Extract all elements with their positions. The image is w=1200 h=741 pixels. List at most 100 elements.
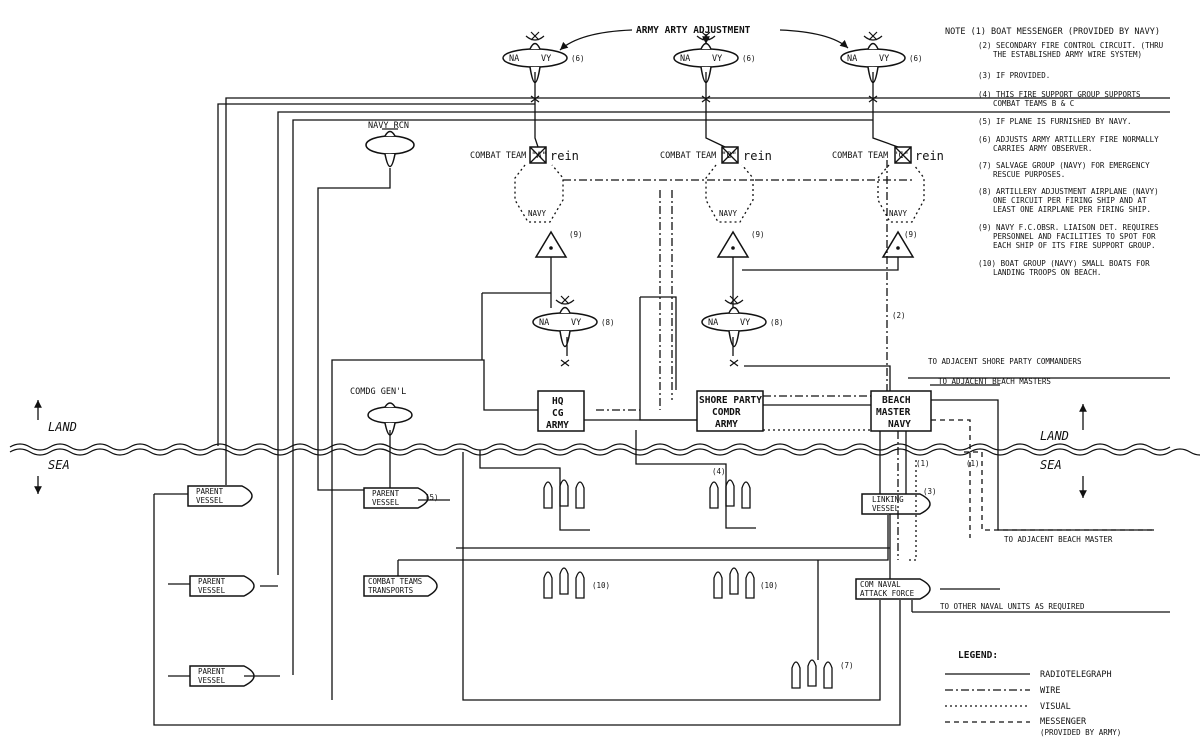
legend: LEGEND: RADIOTELEGRAPH WIRE VISUAL MESSE…: [945, 650, 1121, 737]
svg-text:NA: NA: [708, 318, 718, 328]
svg-text:(7): (7): [840, 661, 854, 670]
svg-text:VESSEL: VESSEL: [196, 496, 224, 505]
svg-text:rein: rein: [915, 149, 944, 163]
svg-text:VESSEL: VESSEL: [372, 498, 400, 507]
svg-text:VY: VY: [571, 318, 581, 328]
svg-text:(2) SECONDARY FIRE CONTROL CIR: (2) SECONDARY FIRE CONTROL CIRCUIT. (THR…: [978, 41, 1163, 50]
svg-text:(9): (9): [569, 230, 583, 239]
salvage-boats: (7): [791, 659, 854, 689]
parent-vessel-5: PARENT VESSEL (5): [363, 487, 439, 509]
label-1b: (1): [966, 459, 980, 468]
navy-rcn-label: NAVY RCN: [368, 121, 409, 131]
sea-label-right: SEA: [1040, 458, 1062, 472]
com-naval-attack-force: COM NAVAL ATTACK FORCE: [855, 578, 931, 600]
navy-plane-c: NA VY (6): [840, 31, 923, 103]
svg-text:COMBAT TEAM "C": COMBAT TEAM "C": [832, 151, 909, 161]
svg-text:(4): (4): [712, 467, 726, 476]
combat-team-c: COMBAT TEAM "C" rein: [832, 146, 944, 164]
svg-text:SHORE PARTY: SHORE PARTY: [699, 395, 762, 406]
svg-text:VY: VY: [879, 54, 889, 64]
beach-master-box: BEACH MASTER NAVY: [870, 390, 932, 432]
svg-text:PARENT: PARENT: [196, 487, 224, 496]
svg-text:(6): (6): [909, 54, 923, 63]
svg-text:THE ESTABLISHED ARMY WIRE SYST: THE ESTABLISHED ARMY WIRE SYSTEM): [993, 50, 1142, 59]
svg-text:VISUAL: VISUAL: [1040, 702, 1071, 712]
svg-text:(9): (9): [904, 230, 918, 239]
svg-text:VESSEL: VESSEL: [198, 586, 226, 595]
fire-support-boats-left: [543, 479, 585, 509]
land-label-left: LAND: [48, 420, 77, 434]
svg-text:(8): (8): [770, 318, 784, 327]
svg-text:(6) ADJUSTS ARMY ARTILLERY FIR: (6) ADJUSTS ARMY ARTILLERY FIRE NORMALLY: [978, 135, 1159, 144]
svg-text:RESCUE PURPOSES.: RESCUE PURPOSES.: [993, 170, 1065, 179]
svg-text:ARMY: ARMY: [546, 420, 569, 431]
parent-vessel-2: PARENT VESSEL: [189, 575, 255, 597]
svg-text:MASTER: MASTER: [876, 407, 911, 418]
svg-text:(10): (10): [760, 581, 778, 590]
svg-text:(7) SALVAGE GROUP (NAVY) FOR E: (7) SALVAGE GROUP (NAVY) FOR EMERGENCY: [978, 161, 1150, 170]
svg-text:CG: CG: [552, 408, 564, 419]
svg-text:ONE CIRCUIT PER FIRING SHIP AN: ONE CIRCUIT PER FIRING SHIP AND AT: [993, 196, 1147, 205]
svg-text:(5): (5): [425, 493, 439, 502]
hq-cg-army-box: HQ CG ARMY: [537, 390, 585, 432]
combat-team-a: COMBAT TEAM "A" rein: [470, 146, 579, 164]
svg-text:COMDR: COMDR: [712, 407, 741, 418]
svg-text:VY: VY: [712, 54, 722, 64]
shore-party-commander-box: SHORE PARTY COMDR ARMY: [696, 390, 764, 432]
adj-shore-label: TO ADJACENT SHORE PARTY COMMANDERS: [928, 357, 1082, 366]
liaison-det-c: (9): [881, 230, 918, 258]
svg-text:COMBAT TEAM "A": COMBAT TEAM "A": [470, 151, 547, 161]
comdg-gen-plane: [367, 402, 413, 436]
svg-text:(10): (10): [592, 581, 610, 590]
svg-text:NOTE (1) BOAT MESSENGER (PROVI: NOTE (1) BOAT MESSENGER (PROVIDED BY NAV…: [945, 27, 1160, 37]
linking-vessel: LINKING VESSEL (3): [861, 487, 937, 515]
svg-text:BEACH: BEACH: [882, 395, 911, 406]
liaison-det-b: (9): [716, 230, 765, 258]
navy-plane-a: NA VY (6): [502, 31, 585, 103]
comdg-gen-label: COMDG GEN'L: [350, 387, 406, 397]
svg-text:PARENT: PARENT: [198, 667, 226, 676]
svg-text:NA: NA: [539, 318, 549, 328]
svg-text:(3) IF PROVIDED.: (3) IF PROVIDED.: [978, 71, 1050, 80]
other-naval-label: TO OTHER NAVAL UNITS AS REQUIRED: [940, 602, 1085, 611]
svg-text:VY: VY: [541, 54, 551, 64]
adj-beach2-label: TO ADJACENT BEACH MASTER: [1004, 535, 1113, 544]
svg-text:TRANSPORTS: TRANSPORTS: [368, 586, 414, 595]
label-1a: (1): [916, 459, 930, 468]
svg-text:NA: NA: [847, 54, 857, 64]
fire-support-boats-right: (4): [709, 467, 751, 509]
liaison-det-a: (9): [534, 230, 583, 258]
svg-text:VESSEL: VESSEL: [198, 676, 226, 685]
svg-text:ATTACK FORCE: ATTACK FORCE: [860, 589, 915, 598]
svg-text:COMBAT TEAM "B": COMBAT TEAM "B": [660, 151, 737, 161]
svg-text:rein: rein: [550, 149, 579, 163]
navy-label-a: NAVY: [528, 209, 547, 218]
svg-text:LEGEND:: LEGEND:: [958, 650, 998, 661]
combat-teams-transports: COMBAT TEAMS TRANSPORTS: [363, 575, 438, 597]
combat-team-b: COMBAT TEAM "B" rein: [660, 146, 772, 164]
svg-text:EACH SHIP OF ITS FIRE SUPPORT: EACH SHIP OF ITS FIRE SUPPORT GROUP.: [993, 241, 1156, 250]
svg-text:COMBAT TEAMS: COMBAT TEAMS: [368, 577, 423, 586]
svg-text:WIRE: WIRE: [1040, 686, 1060, 696]
svg-text:VESSEL: VESSEL: [872, 504, 900, 513]
navy-plane-b: NA VY (6): [673, 31, 756, 103]
svg-text:rein: rein: [743, 149, 772, 163]
svg-text:CARRIES ARMY OBSERVER.: CARRIES ARMY OBSERVER.: [993, 144, 1092, 153]
svg-text:(PROVIDED BY ARMY): (PROVIDED BY ARMY): [1040, 728, 1121, 737]
arty-plane-8-left: NA VY (8): [532, 295, 615, 367]
svg-text:ARMY: ARMY: [715, 419, 738, 430]
svg-text:NA: NA: [509, 54, 519, 64]
svg-text:VY: VY: [740, 318, 750, 328]
landing-boats-right: (10): [713, 567, 778, 599]
parent-vessel-1: PARENT VESSEL: [187, 485, 253, 507]
svg-text:HQ: HQ: [552, 396, 564, 407]
svg-text:LINKING: LINKING: [872, 495, 904, 504]
svg-text:LANDING TROOPS ON BEACH.: LANDING TROOPS ON BEACH.: [993, 268, 1101, 277]
svg-text:NA: NA: [680, 54, 690, 64]
svg-text:(6): (6): [571, 54, 585, 63]
parent-vessel-3: PARENT VESSEL: [189, 665, 255, 687]
svg-text:(6): (6): [742, 54, 756, 63]
svg-text:PERSONNEL AND FACILITIES TO SP: PERSONNEL AND FACILITIES TO SPOT FOR: [993, 232, 1156, 241]
